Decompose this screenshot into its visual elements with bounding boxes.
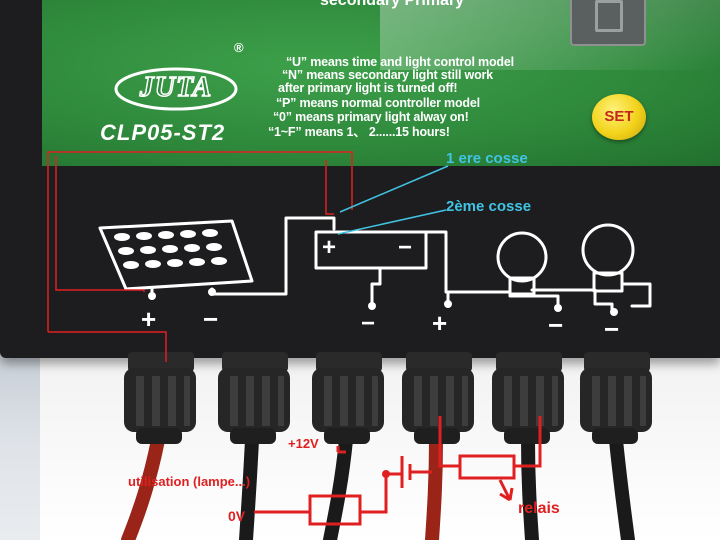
solar-plus-sign: +: [141, 304, 157, 334]
load-box: [308, 494, 362, 526]
legend-line-6: “1~F” means 1、 2......15 hours!: [268, 125, 450, 139]
junction-dot: [382, 470, 390, 478]
cosse2-label: 2ème cosse: [446, 198, 532, 215]
cable-4-red: [425, 433, 443, 540]
battery-minus-wire: [370, 266, 382, 308]
gland-4: [402, 352, 474, 444]
battery-plus-sign: +: [322, 234, 337, 261]
cable-1-red: [121, 433, 165, 540]
cable-6-black: [609, 433, 635, 540]
load-wire: [424, 230, 450, 306]
brand-text: JUTA: [139, 71, 213, 104]
lamp-1-base: [508, 276, 536, 296]
plus12v-wire: [336, 446, 346, 454]
red-loop-wire: [47, 151, 353, 332]
cable-2-black: [239, 433, 259, 540]
utilisation-label: utilisation (lampe...): [128, 474, 251, 489]
set-button-label: SET: [604, 108, 634, 125]
plus12v-label: +12V: [288, 436, 319, 451]
gland-1: [124, 352, 196, 444]
load-minus-sign: −: [548, 310, 564, 340]
load-plus-dot: [444, 300, 452, 308]
battery-minus-dot: [368, 302, 376, 310]
cosse1-label: 1 ere cosse: [446, 150, 528, 167]
red-inner-wire: [55, 156, 145, 292]
set-button[interactable]: SET: [592, 94, 646, 140]
red-gland-wire: [48, 331, 167, 362]
solar-minus-dot: [208, 288, 216, 296]
lamp-2-bulb: [581, 223, 635, 277]
cosse2-arrow: [337, 209, 447, 235]
load-bus-wire: [446, 288, 614, 314]
zero-v-label: 0V: [228, 508, 246, 524]
battery-minus-sign: −: [398, 234, 413, 261]
relay-wire-right: [514, 416, 542, 468]
legend-line-3: after primary light is turned off!: [278, 81, 458, 95]
display-digit: [595, 0, 623, 32]
legend-line-5: “0” means primary light alway on!: [273, 110, 469, 124]
top-label: secondary Primary: [320, 0, 465, 9]
gland-2: [218, 352, 290, 444]
lamp-1-bulb: [496, 231, 548, 283]
load-2-minus-sign: −: [604, 314, 620, 344]
legend-line-4: “P” means normal controller model: [276, 96, 480, 110]
load-2-minus-dot: [610, 308, 618, 316]
brand-logo-oval: [114, 67, 238, 111]
solar-panel-outline: [98, 219, 254, 291]
lamp-2-wire: [620, 282, 652, 308]
load-plus-sign: +: [432, 308, 448, 338]
solar-cells: [114, 229, 227, 269]
lamp-2-base: [592, 271, 624, 293]
model-name: CLP05-ST2: [100, 120, 226, 145]
relais-label: relais: [518, 500, 560, 517]
display-window: [570, 0, 646, 46]
panel-glare: [380, 0, 720, 70]
gland-3: [312, 352, 384, 444]
load-minus-dot: [554, 304, 562, 312]
relay-wire-left: [438, 416, 460, 468]
battery-outline: [314, 230, 428, 270]
glands: [124, 352, 652, 444]
red-connector-wire: [325, 160, 334, 215]
gland-6: [580, 352, 652, 444]
relay-arrow: [498, 479, 514, 502]
legend-line-2: “N” means secondary light still work: [282, 68, 493, 82]
cable-5-black: [521, 433, 539, 540]
gland-5: [492, 352, 564, 444]
load-wire-right: [360, 474, 388, 514]
cosse1-arrow: [339, 165, 449, 213]
registered-mark: ®: [234, 40, 244, 55]
battery-bottom-minus-sign: −: [361, 310, 376, 337]
solar-plus-dot: [148, 292, 156, 300]
solar-minus-sign: −: [203, 304, 219, 334]
legend-line-1: “U” means time and light control model: [286, 55, 514, 69]
brand-logo: [112, 64, 240, 114]
